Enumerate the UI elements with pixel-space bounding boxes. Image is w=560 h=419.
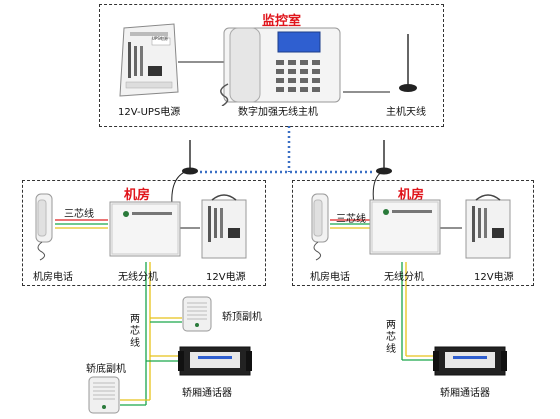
- control-room-title: 监控室: [262, 14, 302, 29]
- room1-twocore-char-2: 芯: [130, 326, 140, 337]
- room1-antenna-icon: [182, 140, 198, 175]
- car-intercom-1-label: 轿厢通话器: [182, 388, 232, 399]
- machine-room-1-box: [22, 180, 266, 286]
- car-top-label: 轿顶副机: [222, 312, 262, 323]
- machine-room-1-title: 机房: [124, 188, 151, 203]
- control-room-box: [99, 4, 444, 127]
- room1-phone-icon: [35, 193, 53, 261]
- room2-splitter-label: 无线分机: [384, 272, 424, 283]
- room2-antenna-icon: [376, 140, 392, 175]
- room2-power-label: 12V电源: [474, 272, 514, 283]
- ups-label: 12V-UPS电源: [118, 107, 181, 118]
- room2-cable-label: 三芯线: [336, 214, 366, 225]
- wireless-host-device: [220, 27, 341, 106]
- room1-cable-label: 三芯线: [64, 209, 94, 220]
- room2-phone-label: 机房电话: [310, 272, 350, 283]
- room1-power-label: 12V电源: [206, 272, 246, 283]
- room1-twocore-char-3: 线: [130, 338, 140, 349]
- host-label: 数字加强无线主机: [238, 107, 318, 118]
- antenna-label: 主机天线: [386, 107, 426, 118]
- car-bottom-label: 轿底副机: [86, 364, 126, 375]
- room2-power-device: [465, 194, 511, 259]
- room1-splitter-device: [109, 201, 181, 257]
- machine-room-2-title: 机房: [398, 188, 425, 203]
- room2-splitter-device: [369, 199, 441, 255]
- car-intercom-2-label: 轿厢通话器: [440, 388, 490, 399]
- room1-phone-label: 机房电话: [33, 272, 73, 283]
- room2-twocore-char-2: 芯: [386, 332, 396, 343]
- car-bottom-speaker-icon: [88, 376, 120, 414]
- car-intercom-2-icon: [433, 346, 507, 376]
- ups-face-text: UPS电源: [152, 36, 168, 41]
- ups-power-device: [119, 23, 179, 97]
- host-antenna-icon: [399, 34, 417, 92]
- room1-twocore-char-1: 两: [130, 314, 140, 325]
- room2-twocore-char-3: 线: [386, 344, 396, 355]
- room2-twocore-char-1: 两: [386, 320, 396, 331]
- room1-splitter-label: 无线分机: [118, 272, 158, 283]
- room1-power-device: [201, 194, 247, 259]
- room2-phone-icon: [311, 193, 329, 261]
- machine-room-2-box: [292, 180, 534, 286]
- car-top-speaker-icon: [182, 296, 212, 332]
- car-intercom-1-icon: [178, 346, 252, 376]
